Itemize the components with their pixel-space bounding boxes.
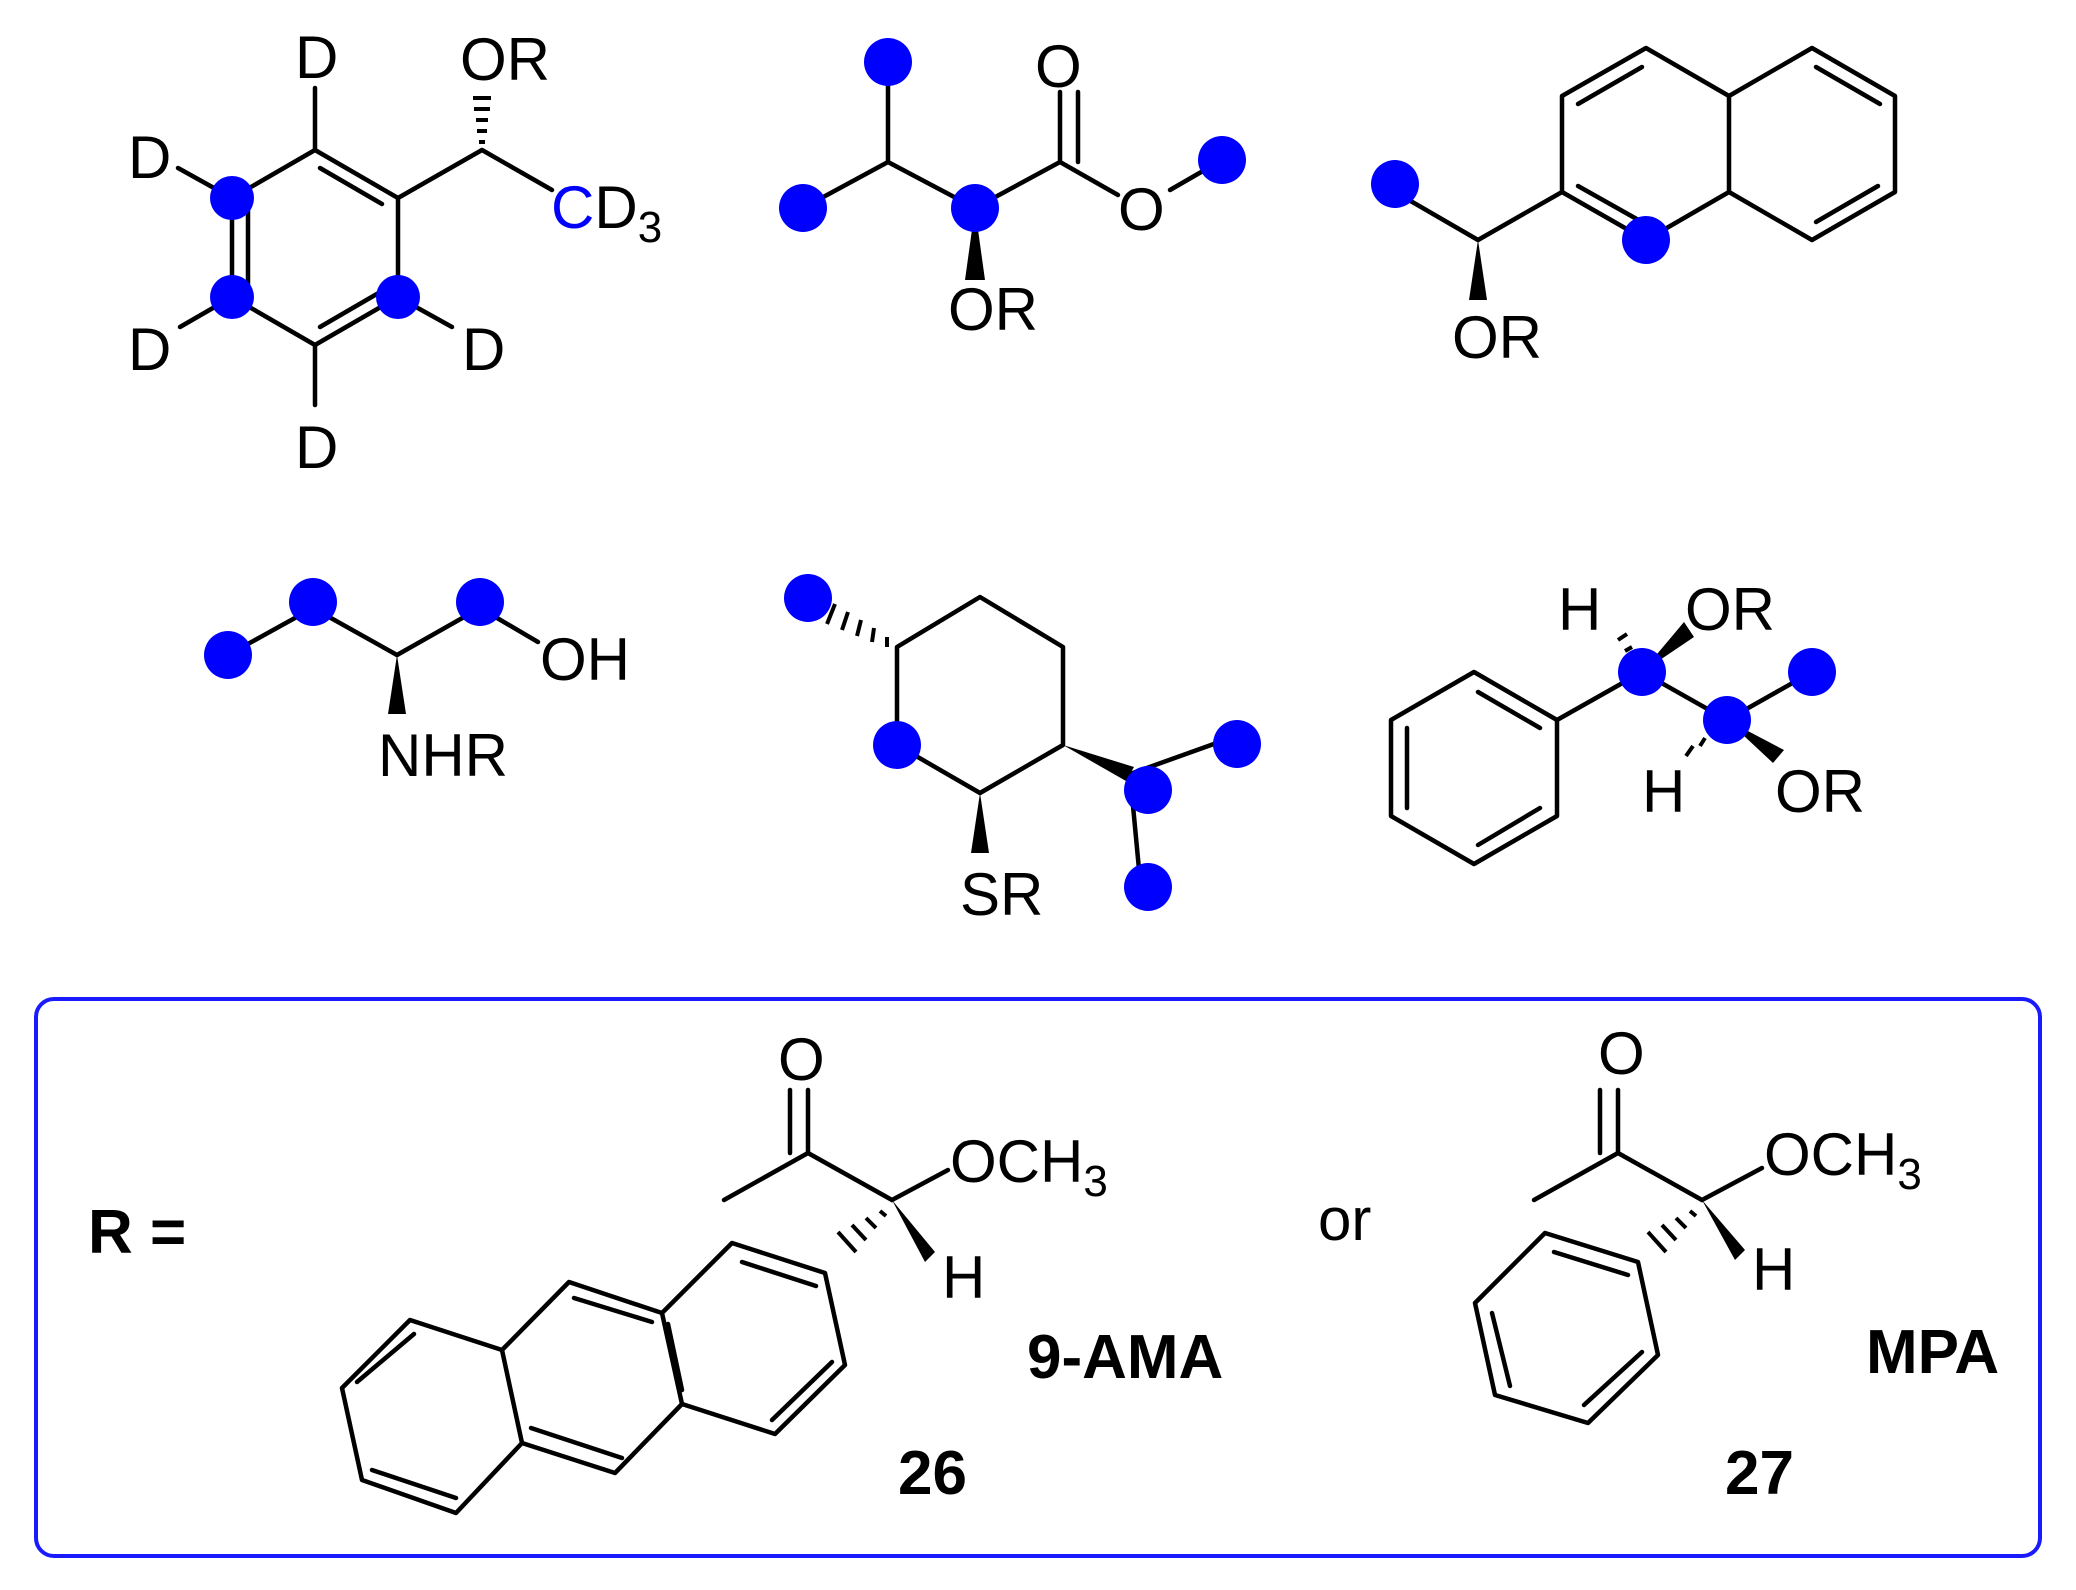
- compound-number: 26: [898, 1439, 967, 1508]
- r-equals-label: R =: [88, 1198, 186, 1267]
- deuterium-label: D: [128, 124, 171, 191]
- or-label: OR: [460, 26, 550, 93]
- or-label: OR: [948, 276, 1038, 343]
- highlight-dot: [1124, 766, 1172, 814]
- subscript-3: 3: [638, 203, 662, 252]
- molecule-1: D D D D D OR CD3: [128, 24, 662, 481]
- reagent-9-ama: O OCH3 H 9-AMA 26: [339, 1026, 1223, 1516]
- hydrogen-label: H: [1558, 576, 1601, 643]
- hydrogen-label: H: [942, 1244, 985, 1311]
- molecule-5: SR: [784, 574, 1261, 928]
- highlight-dot: [204, 631, 252, 679]
- highlight-dot: [210, 176, 254, 220]
- carbonyl-oxygen: O: [1035, 33, 1082, 100]
- methoxy-label: OCH3: [950, 1128, 1108, 1206]
- nhr-label: NHR: [378, 722, 508, 789]
- or-label: OR: [1685, 576, 1775, 643]
- subscript-3: 3: [1897, 1150, 1921, 1199]
- methoxy-text: OCH: [950, 1128, 1083, 1195]
- hydrogen-label: H: [1642, 758, 1685, 825]
- compound-number: 27: [1725, 1439, 1794, 1508]
- reagent-name: 9-AMA: [1027, 1323, 1223, 1392]
- molecule-4: OH NHR: [204, 578, 630, 789]
- subscript-3: 3: [1083, 1157, 1107, 1206]
- highlight-dot: [1622, 216, 1670, 264]
- molecule-2: O O OR: [779, 33, 1246, 343]
- molecule-6: H OR H OR: [1388, 576, 1865, 867]
- deuterium-label: D: [462, 316, 505, 383]
- ester-oxygen: O: [1118, 176, 1165, 243]
- or-word: or: [1318, 1186, 1371, 1253]
- carbonyl-oxygen: O: [778, 1026, 825, 1093]
- hydroxyl-label: OH: [540, 626, 630, 693]
- reagent-name: MPA: [1866, 1318, 1999, 1387]
- methyl-deuterium: D: [594, 174, 637, 241]
- highlight-dot: [1213, 720, 1261, 768]
- labeled-carbon: C: [551, 174, 594, 241]
- highlight-dot: [951, 184, 999, 232]
- sr-label: SR: [960, 861, 1043, 928]
- highlight-dot: [376, 275, 420, 319]
- highlight-dot: [784, 574, 832, 622]
- highlight-dot: [1618, 648, 1666, 696]
- highlight-dot: [864, 38, 912, 86]
- reagent-mpa: O OCH3 H MPA 27: [1472, 1020, 1999, 1508]
- highlight-dot: [873, 721, 921, 769]
- highlight-dot: [289, 578, 337, 626]
- highlight-dot: [779, 184, 827, 232]
- methoxy-text: OCH: [1764, 1121, 1897, 1188]
- r-group-legend: R = O OC: [34, 997, 2042, 1558]
- hydrogen-label: H: [1752, 1236, 1795, 1303]
- molecule-3: OR: [1371, 45, 1898, 371]
- highlight-dot: [1703, 696, 1751, 744]
- highlight-dot: [210, 275, 254, 319]
- methoxy-label: OCH3: [1764, 1121, 1922, 1199]
- deuterium-label: D: [295, 24, 338, 91]
- highlight-dot: [456, 578, 504, 626]
- highlight-dot: [1788, 648, 1836, 696]
- carbonyl-oxygen: O: [1598, 1020, 1645, 1087]
- or-label: OR: [1452, 304, 1542, 371]
- highlight-dot: [1371, 160, 1419, 208]
- deuterium-label: D: [295, 414, 338, 481]
- highlight-dot: [1124, 863, 1172, 911]
- or-label: OR: [1775, 758, 1865, 825]
- highlight-dot: [1198, 136, 1246, 184]
- svg-text:CD3: CD3: [551, 174, 662, 252]
- legend-border: [34, 997, 2042, 1558]
- deuterium-label: D: [128, 316, 171, 383]
